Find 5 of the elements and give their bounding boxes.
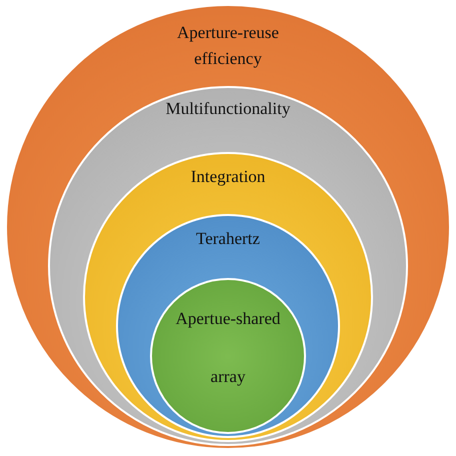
circle-label: Apertue-shared array bbox=[174, 308, 282, 388]
circle-label: Integration bbox=[190, 166, 266, 188]
circle-label: Multifunctionality bbox=[164, 98, 292, 120]
circle-label: Aperture-reuse efficiency bbox=[176, 22, 280, 70]
circle-label: Terahertz bbox=[195, 228, 261, 250]
